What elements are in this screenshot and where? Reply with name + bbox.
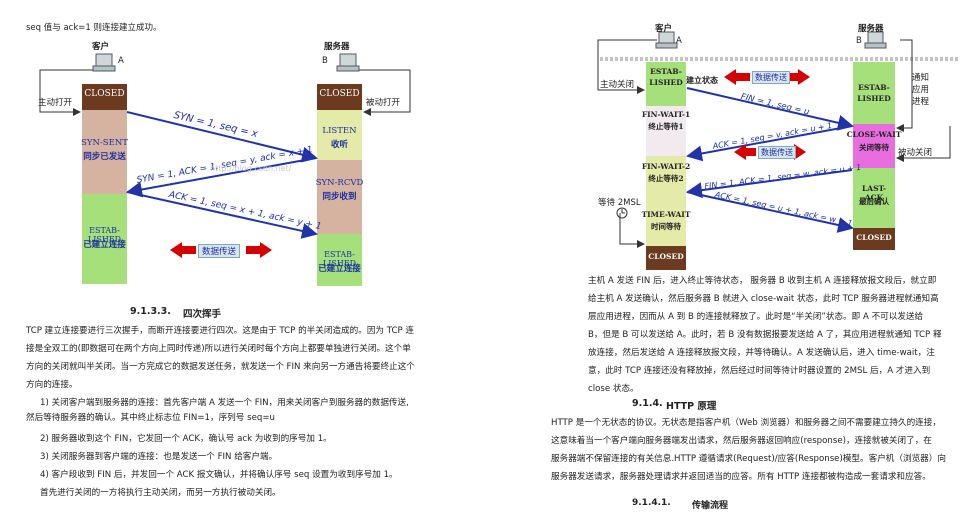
r-http-3: 服务器端不保留连接的有关信息.HTTP 遵循请求(Request)/应答(Res… [551, 454, 946, 464]
para-line-4: 方向的连接。 [26, 380, 78, 390]
syn-rcvd-box [317, 160, 362, 234]
syn-sent-cn: 同步已发送 [83, 152, 126, 162]
syn-ack-arrow [126, 157, 317, 198]
host-b: B [322, 56, 328, 66]
r-host-a: A [676, 36, 682, 46]
r-para-7: close 状态。 [588, 384, 639, 394]
watermark: http://blog.csdn.net/ [210, 164, 292, 173]
passive-open-line [348, 69, 411, 116]
para-line-2: 接是全双工的(即数据可在两个方向上同时传递)所以进行关闭时每个方向上都要单独进行… [26, 344, 411, 354]
r-finwait1-label: FIN-WAIT-1 [641, 110, 691, 119]
r-notify-app: 通知 应用 进程 [912, 73, 930, 107]
r-timewait-box [646, 192, 686, 246]
r-lastack-box [853, 168, 895, 228]
r-closed-b-label: CLOSED [856, 233, 892, 242]
server-label: 服务器 [324, 42, 350, 52]
r-http-4: 服务器发送请求，服务器处理请求并返回适当的应答。所有 HTTP 连接都被构造成一… [551, 472, 931, 482]
r-para-3: 层应用进程，因而从 A 到 B 的连接就释放了。此时是“半关闭”状态。即 A 不… [588, 312, 924, 322]
estab-b-label: ESTAB-LISHED [322, 250, 357, 268]
r-http-1: HTTP 是一个无状态的协议。无状态是指客户机（Web 浏览器）和服务器之间不需… [551, 418, 941, 428]
syn-arrow [126, 111, 318, 163]
r-timewait-label: TIME-WAIT [641, 210, 691, 219]
ack-arrow [126, 191, 318, 239]
r-host-b: B [856, 36, 862, 46]
r-http-2: 这意味着当一个客户端向服务器端发出请求，然后服务器返回响应(response)，… [551, 436, 932, 446]
r-estab-a-box [646, 62, 686, 106]
estab-a-box [82, 194, 127, 284]
closed-a-box [82, 84, 127, 110]
r-closewait-cn: 关闭等待 [859, 143, 889, 152]
r-finwait1-cn: 终止等待1 [648, 122, 684, 131]
list-item-2: 2) 服务器收到这个 FIN，它发回一个 ACK，确认号 ack 为收到的序号加… [40, 434, 332, 444]
r-estab-a-side: 建立状态 [686, 76, 718, 85]
active-open-line [39, 69, 94, 116]
listen-label: LISTEN [322, 126, 357, 136]
list-item-1a: 1) 关闭客户端到服务器的连接：首先客户端 A 发送一个 FIN，用来关闭客户到… [40, 398, 409, 408]
closed-a-label: CLOSED [84, 89, 125, 99]
r-para-4: B，但是 B 可以发送给 A。此时，若 B 没有数据报要发送给 A 了，其应用进… [588, 330, 942, 340]
estab-b-box [317, 234, 362, 286]
r-sub-num: 9.1.4.1. [632, 498, 671, 508]
r-para-1: 主机 A 发送 FIN 后，进入终止等待状态， 服务器 B 收到主机 A 连接释… [588, 276, 937, 286]
data-transfer-label: 数据传送 [198, 244, 241, 258]
r-finwait2-cn: 终止等待2 [648, 174, 684, 183]
r-estab-b-label: ESTAB- LISHED [857, 83, 891, 103]
listen-box [317, 110, 362, 160]
r-client-label: 客户 [655, 24, 673, 34]
closed-b-box [317, 84, 362, 110]
listen-cn: 收听 [330, 140, 348, 150]
section-title: 四次挥手 [183, 309, 222, 320]
list-item-4: 4) 客户段收到 FIN 后，并发回一个 ACK 报文确认，并将确认序号 seq… [40, 470, 398, 480]
client-label: 客户 [92, 42, 110, 52]
r-finwait2-label: FIN-WAIT-2 [641, 162, 691, 171]
r-closed-a-label: CLOSED [648, 252, 684, 261]
list-item-3: 3) 关闭服务器到客户端的连接：也是发送一个 FIN 给客户端。 [40, 452, 278, 462]
r-para-5: 放连接，然后发送给 A 连接释放报文段，并等待确认。A 发送确认后，进入 tim… [588, 348, 935, 358]
r-data-transfer: 数据传送 [752, 71, 790, 84]
r-para-2: 给主机 A 发送确认，然后服务器 B 就进入 close-wait 状态，此时 … [588, 294, 939, 304]
r-closed-b-box [853, 228, 895, 250]
syn-rcvd-label: SYN-RCVD [315, 178, 364, 188]
r-closed-a-box [646, 246, 686, 270]
r-para-6: 意，此时 TCP 连接还没有释放掉，然后经过时间等待计时器设置的 2MSL 后，… [588, 366, 931, 376]
r-sub-title: 传输流程 [692, 501, 729, 511]
syn-rcvd-cn: 同步收到 [322, 192, 357, 202]
host-a: A [118, 56, 124, 66]
closed-b-label: CLOSED [319, 89, 360, 99]
r-section-num: 9.1.4. [632, 398, 663, 409]
r-closewait-label: CLOSE-WAIT [846, 130, 902, 139]
active-open: 主动打开 [38, 98, 73, 108]
r-estab-a-label: ESTAB- LISHED [649, 67, 683, 87]
r-estab-b-box [853, 62, 895, 124]
closing-line: 首先进行关闭的一方将执行主动关闭，而另一方执行被动关闭。 [40, 488, 281, 498]
r-server-label: 服务器 [858, 24, 884, 34]
r-passive-close: 被动关闭 [898, 148, 933, 158]
para-line-1: TCP 建立连接要进行三次握手，而断开连接要进行四次。这是由于 TCP 的半关闭… [26, 326, 415, 336]
r-lastack-cn: 最后确认 [859, 197, 889, 206]
estab-a-cn: 已建立连接 [83, 240, 126, 250]
r-section-title: HTTP 原理 [666, 401, 717, 412]
syn-sent-box [82, 110, 127, 194]
r-closewait-box [853, 124, 895, 168]
section-num: 9.1.3.3. [130, 306, 171, 317]
r-active-close: 主动关闭 [600, 80, 635, 90]
syn-sent-label: SYN-SENT [81, 138, 128, 148]
estab-b-cn: 已建立连接 [318, 264, 361, 274]
top-note: seq 值与 ack=1 则连接建立成功。 [26, 23, 162, 33]
list-item-1b: 然后等待服务器的确认。其中终止标志位 FIN=1，序列号 seq=u [26, 413, 275, 423]
para-line-3: 方向的关闭就叫半关闭。当一方完成它的数据发送任务，就发送一个 FIN 来向另一方… [26, 362, 415, 372]
r-data-transfer-2: 数据传送 [758, 146, 796, 159]
estab-a-label: ESTAB-LISHED [87, 226, 122, 244]
r-lastack-label: LAST-ACK [862, 184, 886, 202]
r-timewait-cn: 时间等待 [651, 222, 681, 231]
passive-open: 被动打开 [366, 98, 401, 108]
r-finwait2-box [646, 156, 686, 192]
r-finwait1-box [646, 106, 686, 156]
r-wait-2msl: 等待 2MSL [598, 198, 641, 208]
